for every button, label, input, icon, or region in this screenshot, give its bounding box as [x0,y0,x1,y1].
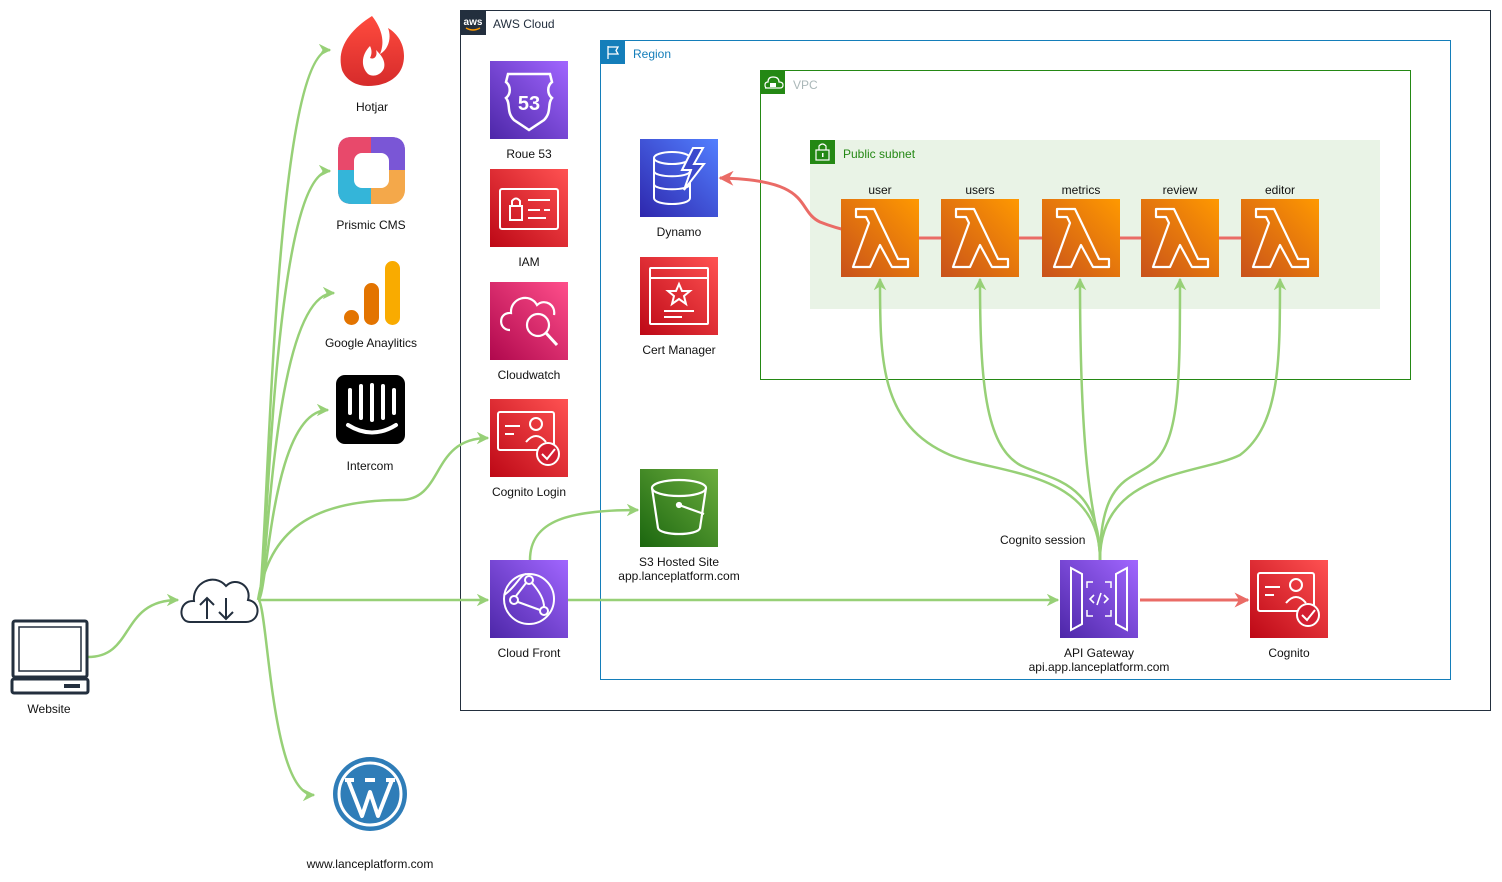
wordpress-label: www.lanceplatform.com [306,857,434,871]
arrow-apigw-to-editor [1098,277,1287,561]
apigw-label-line2: api.app.lanceplatform.com [1029,660,1170,674]
connectors [87,43,1287,802]
website-label: Website [27,702,70,716]
public-subnet-label: Public subnet [843,147,916,161]
lambda-review-label: review [1163,183,1198,197]
lambda-metrics-label: metrics [1062,183,1101,197]
lambda-users-node[interactable]: users [941,183,1019,277]
lambda-user-label: user [868,183,891,197]
api-gateway-node[interactable]: API Gateway api.app.lanceplatform.com [1029,560,1170,674]
region-flag-icon [600,40,625,64]
intercom-label: Intercom [347,459,394,473]
cloudwatch-node[interactable]: Cloudwatch [490,282,568,382]
arrow-to-intercom [256,403,330,602]
lambda-metrics-node[interactable]: metrics [1042,183,1120,277]
arrow-apigw-to-metrics [1073,277,1102,561]
svg-text:aws: aws [464,17,483,28]
lambda-icon [1052,207,1111,269]
certificate-icon [649,267,709,325]
s3-label-line2: app.lanceplatform.com [618,569,739,583]
cert-manager-label: Cert Manager [642,343,715,357]
region-label: Region [633,47,671,61]
cloudfront-globe-icon [503,573,555,625]
cognito-session-label: Cognito session [1000,533,1085,547]
cognito-login-node[interactable]: Cognito Login [490,399,568,499]
aws-logo-icon: aws [460,10,486,35]
arrow-cloudfront-to-s3 [528,503,640,561]
vpc-cloud-icon [760,70,785,94]
laptop-icon [10,619,90,695]
cognito-login-icon [497,411,560,466]
s3-node[interactable]: S3 Hosted Site app.lanceplatform.com [618,469,740,583]
arrow-apigw-to-users [973,277,1102,561]
prismic-label: Prismic CMS [336,218,405,232]
route53-shield-icon: 53 [504,72,554,132]
route53-label: Roue 53 [506,147,552,161]
cert-manager-node[interactable]: Cert Manager [640,257,718,357]
route53-node[interactable]: 53 Roue 53 [490,61,568,161]
vpc-group: VPC [760,70,1411,380]
lambda-users-label: users [965,183,994,197]
subnet-lock-icon [810,140,835,164]
iam-node[interactable]: IAM [490,169,568,269]
api-gateway-icon [1070,566,1128,632]
lambda-icon [1251,207,1310,269]
arrow-website-to-internet [87,593,180,659]
cloudwatch-icon [500,296,559,347]
vpc-label: VPC [793,78,818,92]
aws-cloud-label: AWS Cloud [493,17,555,31]
analytics-label: Google Anaylitics [325,336,417,350]
lambda-editor-label: editor [1265,183,1295,197]
arrow-apigw-to-review [1098,277,1187,561]
s3-label-line1: S3 Hosted Site [639,555,719,569]
lambda-review-node[interactable]: review [1141,183,1219,277]
internet-cloud-icon [180,578,259,623]
lambda-icon [851,207,910,269]
iam-badge-icon [499,188,559,230]
google-analytics-icon [344,261,400,325]
arrow-to-wordpress [256,598,316,802]
analytics-node[interactable]: Google Anaylitics [325,261,417,350]
route53-badge: 53 [518,93,540,115]
cloudfront-node[interactable]: Cloud Front [490,560,568,660]
cognito-node[interactable]: Cognito [1250,560,1328,660]
prismic-node[interactable]: Prismic CMS [336,137,406,232]
apigw-label-line1: API Gateway [1064,646,1134,660]
cloudwatch-label: Cloudwatch [498,368,561,382]
hotjar-node[interactable]: Hotjar [340,16,404,114]
hotjar-label: Hotjar [356,100,388,114]
dynamo-label: Dynamo [657,225,702,239]
lambda-editor-node[interactable]: editor [1241,183,1319,277]
dynamo-node[interactable]: Dynamo [640,139,718,239]
website-node[interactable]: Website [10,619,90,716]
lambda-user-node[interactable]: user [841,183,919,277]
lambda-icon [951,207,1010,269]
wordpress-logo-icon [333,757,407,831]
cloudfront-label: Cloud Front [498,646,561,660]
prismic-logo-icon [338,137,405,204]
s3-bucket-icon [650,478,708,536]
aws-cloud-group: aws AWS Cloud [460,10,1491,711]
cognito-icon [1257,572,1320,627]
iam-label: IAM [518,255,539,269]
dynamodb-icon [653,147,707,205]
intercom-node[interactable]: Intercom [336,375,405,473]
arrow-apigw-to-user [873,277,1102,561]
arrow-to-cognito-login [256,431,490,601]
lambda-icon [1151,207,1210,269]
intercom-logo-icon [336,375,405,444]
wordpress-node[interactable]: www.lanceplatform.com [306,757,434,871]
cognito-login-label: Cognito Login [492,485,566,499]
cognito-label: Cognito [1268,646,1310,660]
region-group: Region [600,40,1451,680]
hotjar-flame-icon [340,16,404,86]
